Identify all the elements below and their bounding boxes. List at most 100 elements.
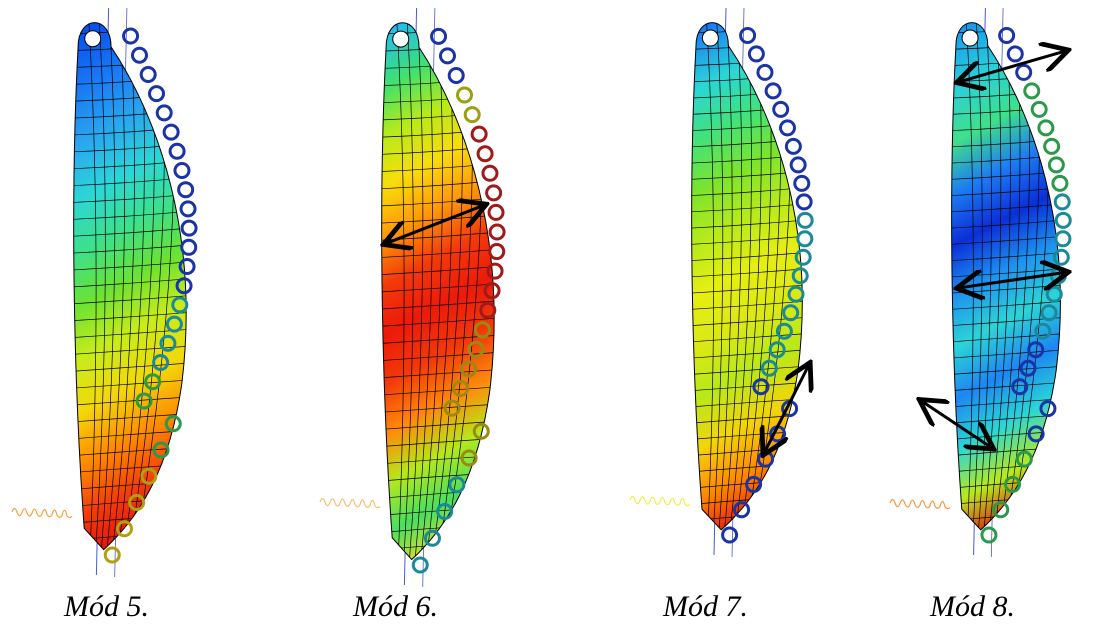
spring-ring [980, 526, 998, 544]
spring-ring [473, 321, 491, 339]
mode-panel-7 [629, 7, 830, 558]
caption-mode-5: Mód 5. [64, 590, 149, 623]
caption-mode-8: Mód 8. [930, 590, 1015, 623]
spring-ring [768, 341, 786, 359]
spring-ring [775, 322, 793, 340]
spring-ring [148, 85, 166, 103]
spring-ring [1004, 475, 1022, 493]
spring-ring [1043, 137, 1061, 155]
spring-ring [144, 373, 162, 391]
spring-ring [1047, 156, 1065, 174]
spring-ring [787, 285, 805, 303]
spring-ring [998, 26, 1016, 44]
spring-ring [1053, 193, 1071, 211]
spring-ring [1054, 211, 1072, 229]
spring-ring [1051, 174, 1069, 192]
spring-ring [485, 184, 503, 202]
spring-ring [470, 125, 488, 143]
spring-ring [796, 230, 814, 248]
spring-ring [122, 27, 140, 45]
spring-ring [447, 66, 465, 84]
spring-ring [472, 422, 490, 440]
spring-ring [793, 174, 811, 192]
spring-ring [152, 441, 170, 459]
spring-ring [155, 104, 173, 122]
spring-ring [1040, 304, 1058, 322]
pivot-hole [84, 30, 102, 48]
caption-mode-7: Mód 7. [663, 590, 748, 623]
spring-ring [139, 65, 157, 83]
spring-ring [443, 399, 461, 417]
spring-ring [463, 106, 481, 124]
spring-ring [162, 123, 180, 141]
spring-ring [747, 45, 765, 63]
pivot-hole [701, 29, 719, 47]
spring-ring [130, 46, 148, 64]
spring-ring [476, 145, 494, 163]
spring-ring [721, 526, 739, 544]
spring-ring [460, 360, 478, 378]
deformation-arrow [922, 401, 992, 447]
spring-ring [173, 161, 191, 179]
spring-ring [159, 334, 177, 352]
deformation-arrow [959, 51, 1065, 82]
spring-ring [789, 156, 807, 174]
deformation-arrow [764, 365, 808, 453]
spring-ring [1027, 425, 1045, 443]
blade-outline [381, 22, 495, 561]
spring-ring [479, 301, 497, 319]
pivot-hole [961, 29, 979, 47]
deformation-arrow [959, 272, 1065, 287]
spring-ring [467, 340, 485, 358]
deformation-arrow [386, 205, 484, 243]
spring-ring [423, 529, 441, 547]
spring-ring [177, 181, 195, 199]
spring-ring [772, 100, 790, 118]
spring-ring [152, 354, 170, 372]
spring-ring [1011, 378, 1029, 396]
spring-ring [171, 296, 189, 314]
spring-ring [488, 243, 506, 261]
spring-ring [745, 475, 763, 493]
caption-mode-6: Mód 6. [353, 590, 438, 623]
spring-ring [460, 449, 478, 467]
pivot-hole [392, 30, 410, 48]
spring-ring [784, 137, 802, 155]
spring-ring [135, 392, 153, 410]
spring-ring [1030, 100, 1048, 118]
spring-ring [103, 546, 121, 564]
spring-ring [448, 476, 466, 494]
spring-ring [1015, 450, 1033, 468]
spring-ring [436, 502, 454, 520]
spring-ring [733, 501, 751, 519]
spring-ring [1015, 63, 1033, 81]
excitation-wave [629, 495, 691, 507]
spring-ring [180, 219, 198, 237]
mode-panel-5 [11, 7, 198, 578]
spring-ring [1027, 341, 1045, 359]
spring-ring [483, 282, 501, 300]
mode-panels [11, 7, 1088, 588]
blade-outline [73, 22, 187, 551]
spring-ring [140, 467, 158, 485]
spring-ring [791, 267, 809, 285]
spring-ring [796, 211, 814, 229]
excitation-wave [11, 507, 73, 519]
spring-ring [779, 119, 797, 137]
spring-ring [486, 262, 504, 280]
spring-ring [452, 380, 470, 398]
excitation-wave [889, 498, 951, 510]
spring-ring [165, 315, 183, 333]
excitation-wave [319, 497, 381, 509]
mode-panel-6 [319, 7, 506, 588]
spring-ring [782, 304, 800, 322]
spring-ring [1023, 82, 1041, 100]
spring-ring [764, 82, 782, 100]
spring-ring [487, 203, 505, 221]
spring-ring [756, 63, 774, 81]
spring-ring [1034, 322, 1052, 340]
spring-ring [128, 493, 146, 511]
spring-ring [1039, 400, 1057, 418]
spring-rings [103, 27, 198, 564]
